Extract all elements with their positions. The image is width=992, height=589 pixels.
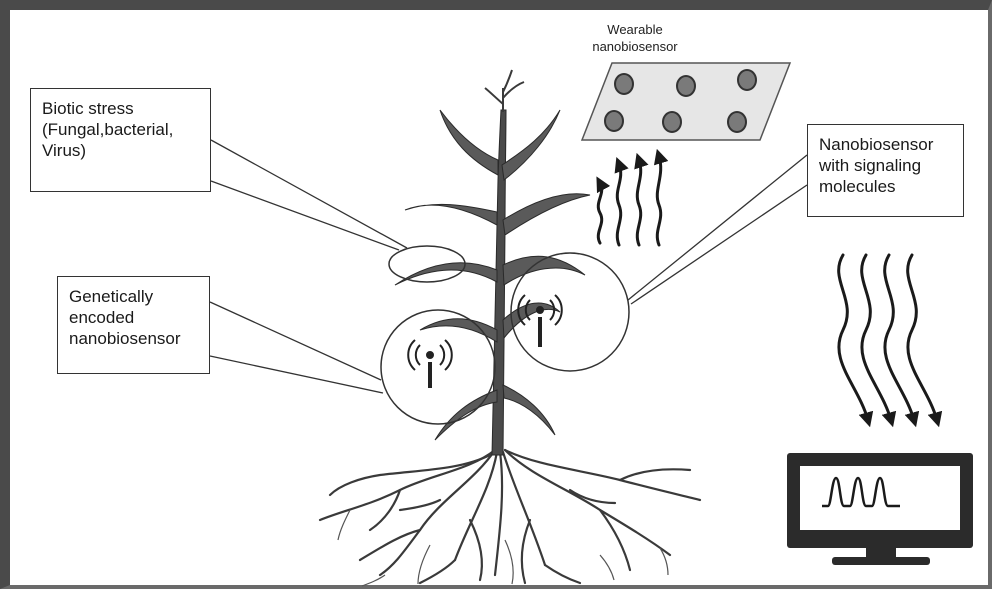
- sensor-circle-left: [381, 310, 495, 424]
- pointer-line-signal-1: [628, 155, 807, 300]
- wearable-sensor-dot-icon: [728, 112, 746, 132]
- wavy-arrow-icon: [657, 156, 660, 245]
- wearable-label-line-2: nanobiosensor: [560, 38, 710, 55]
- signal-line-1: Nanobiosensor: [819, 134, 953, 155]
- wavy-arrow-icon: [908, 255, 937, 420]
- wavy-arrow-icon: [598, 183, 601, 243]
- biotic-stress-label: Biotic stress (Fungal,bacterial, Virus): [30, 88, 211, 192]
- wearable-nanobiosensor-label: Wearable nanobiosensor: [560, 21, 710, 55]
- pointer-line-genetic-1: [210, 302, 381, 380]
- wearable-sensor-dot-icon: [605, 111, 623, 131]
- wavy-arrow-icon: [617, 164, 620, 245]
- pointer-line-genetic-2: [210, 356, 383, 393]
- wireless-signal-icon: [408, 340, 452, 388]
- wearable-sensor-dot-icon: [663, 112, 681, 132]
- genetically-encoded-label: Genetically encoded nanobiosensor: [57, 276, 210, 374]
- wavy-arrow-icon: [637, 160, 640, 245]
- wearable-sensor-dot-icon: [738, 70, 756, 90]
- biotic-stress-line-2: (Fungal,bacterial,: [42, 119, 200, 140]
- genetic-line-3: nanobiosensor: [69, 328, 199, 349]
- genetic-line-2: encoded: [69, 307, 199, 328]
- monitor-icon: [787, 453, 973, 565]
- plant-tassel: [485, 70, 524, 112]
- signal-line-2: with signaling: [819, 155, 953, 176]
- plant-leaves: [395, 110, 590, 440]
- upward-signal-arrows: [598, 156, 660, 245]
- wearable-label-line-1: Wearable: [560, 21, 710, 38]
- signal-line-3: molecules: [819, 176, 953, 197]
- plant-roots: [320, 450, 700, 583]
- downward-signal-arrows: [839, 255, 937, 420]
- pointer-line-biotic-1: [211, 140, 407, 248]
- nanobiosensor-signaling-label: Nanobiosensor with signaling molecules: [807, 124, 964, 217]
- biotic-stress-line-3: Virus): [42, 140, 200, 161]
- wearable-sensor-dot-icon: [615, 74, 633, 94]
- genetic-line-1: Genetically: [69, 286, 199, 307]
- biotic-stress-line-1: Biotic stress: [42, 98, 200, 119]
- wearable-sensor-dot-icon: [677, 76, 695, 96]
